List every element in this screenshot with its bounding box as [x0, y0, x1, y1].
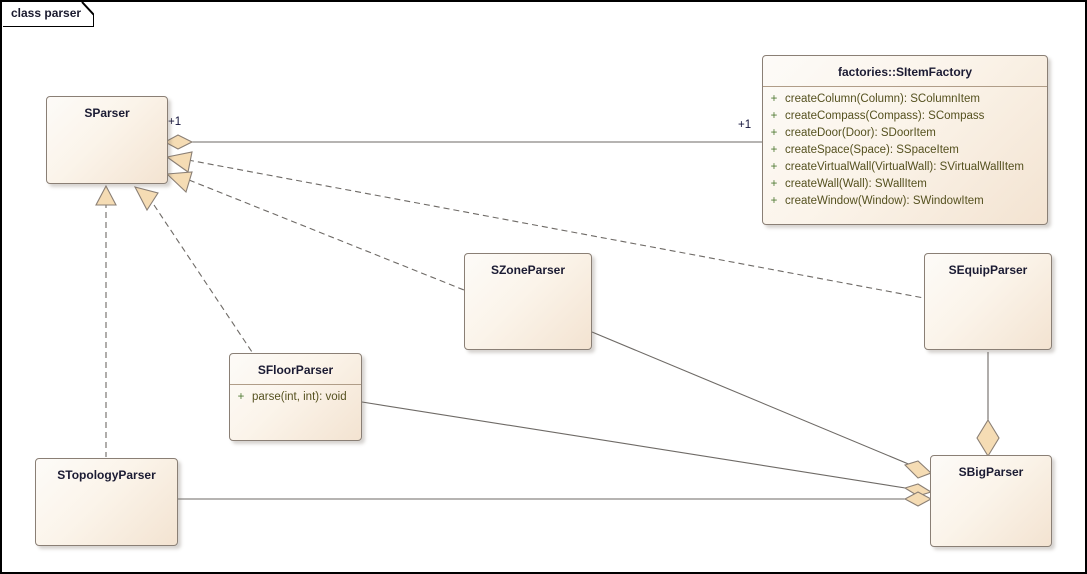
class-box-sparser[interactable]: SParser — [46, 96, 168, 184]
edge-sbigparser-stopologyparser — [178, 491, 933, 507]
class-title-sparser: SParser — [84, 106, 130, 120]
member-list-sfloorparser: + parse(int, int): void — [230, 385, 361, 410]
class-box-szoneparser[interactable]: SZoneParser — [464, 253, 592, 350]
diagram-frame-tab: class parser — [2, 2, 94, 27]
visibility-marker: + — [770, 93, 778, 105]
realization-triangle — [95, 184, 117, 206]
member-row: + createCompass(Compass): SCompass — [763, 108, 1047, 125]
member-signature: createWall(Wall): SWallItem — [785, 178, 927, 190]
edge-sbigparser-szoneparser — [591, 331, 933, 479]
member-signature: createDoor(Door): SDoorItem — [785, 127, 936, 139]
visibility-marker: + — [770, 127, 778, 139]
class-title-sfloorparser: SFloorParser — [230, 354, 361, 385]
member-list-sitemfactory: + createColumn(Column): SColumnItem + cr… — [763, 87, 1047, 214]
multiplicity-label-factory: +1 — [738, 119, 752, 131]
aggregation-diamond — [903, 460, 933, 479]
edge-sbigparser-sfloorparser — [361, 401, 933, 497]
class-title-szoneparser: SZoneParser — [490, 263, 566, 277]
member-signature: parse(int, int): void — [252, 391, 347, 403]
aggregation-diamond — [903, 491, 933, 507]
multiplicity-label-sparser: +1 — [168, 116, 182, 128]
class-title-sitemfactory: factories::SItemFactory — [763, 56, 1047, 87]
class-box-sitemfactory[interactable]: factories::SItemFactory + createColumn(C… — [762, 55, 1048, 225]
member-signature: createCompass(Compass): SCompass — [785, 110, 985, 122]
member-row: + createSpace(Space): SSpaceItem — [763, 142, 1047, 159]
member-signature: createVirtualWall(VirtualWall): SVirtual… — [785, 161, 1025, 173]
class-box-sequipparser[interactable]: SEquipParser — [924, 253, 1052, 350]
frame-tab-shape — [3, 2, 94, 27]
member-row: + createDoor(Door): SDoorItem — [763, 125, 1047, 142]
class-title-sbigparser: SBigParser — [958, 465, 1024, 479]
realization-triangle — [165, 151, 193, 173]
visibility-marker: + — [770, 161, 778, 173]
edge-stopologyparser-sparser — [95, 184, 117, 457]
visibility-marker: + — [770, 195, 778, 207]
aggregation-diamond — [976, 418, 1000, 458]
class-box-stopologyparser[interactable]: STopologyParser — [35, 458, 178, 546]
visibility-marker: + — [770, 144, 778, 156]
member-signature: createSpace(Space): SSpaceItem — [785, 144, 959, 156]
edge-sparser-sitemfactory — [163, 134, 764, 150]
class-title-stopologyparser: STopologyParser — [57, 468, 156, 482]
edge-sbigparser-sequipparser — [976, 352, 1000, 458]
member-row: + parse(int, int): void — [230, 389, 361, 406]
member-signature: createWindow(Window): SWindowItem — [785, 195, 984, 207]
class-box-sbigparser[interactable]: SBigParser — [930, 455, 1052, 547]
member-signature: createColumn(Column): SColumnItem — [785, 93, 980, 105]
edge-szoneparser-sparser — [165, 171, 465, 291]
visibility-marker: + — [237, 391, 245, 403]
visibility-marker: + — [770, 178, 778, 190]
frame-tab-label: class parser — [11, 6, 82, 20]
member-row: + createVirtualWall(VirtualWall): SVirtu… — [763, 159, 1047, 176]
visibility-marker: + — [770, 110, 778, 122]
class-title-sequipparser: SEquipParser — [948, 263, 1028, 277]
realization-triangle — [133, 186, 159, 212]
aggregation-diamond — [163, 134, 194, 150]
class-box-sfloorparser[interactable]: SFloorParser + parse(int, int): void — [229, 353, 362, 441]
realization-triangle — [165, 171, 193, 194]
aggregation-diamond — [903, 483, 933, 497]
member-row: + createWindow(Window): SWindowItem — [763, 193, 1047, 210]
member-row: + createWall(Wall): SWallItem — [763, 176, 1047, 193]
edge-sfloorparser-sparser — [133, 186, 253, 353]
member-row: + createColumn(Column): SColumnItem — [763, 91, 1047, 108]
